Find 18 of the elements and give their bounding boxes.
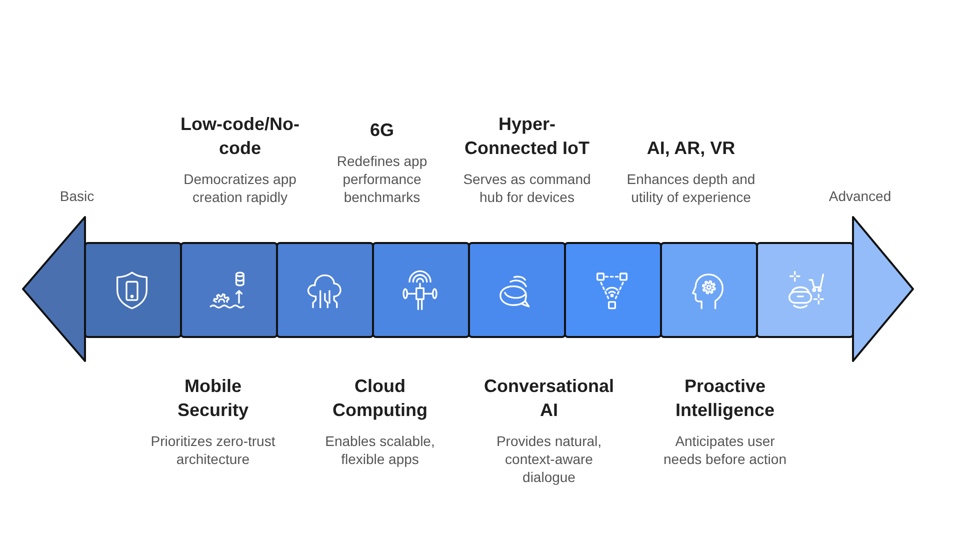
segment-title: AI, AR, VR [646,137,736,160]
segment-title: Low-code/No-code [180,113,300,160]
segment-description: Redefines app performance benchmarks [336,152,428,206]
segment-title: 6G [369,119,395,142]
segment-description: Democratizes app creation rapidly [183,170,297,206]
segment-title: Cloud Computing [332,375,428,422]
segment-description: Provides natural, context-aware dialogue [496,432,602,486]
segment-description: Enhances depth and utility of experience [626,170,756,206]
segment-description: Serves as command hub for devices [462,170,592,206]
scale-label: Basic [60,187,94,205]
segment-title: Conversational AI [483,375,615,422]
segment-description: Anticipates user needs before action [663,432,787,468]
segment-description: Enables scalable, flexible apps [324,432,436,468]
segment-title: Hyper-Connected IoT [464,113,590,160]
segment-title: Proactive Intelligence [674,375,776,422]
segment-title: Mobile Security [176,375,250,422]
segment-description: Prioritizes zero-trust architecture [150,432,276,468]
scale-label: Advanced [828,187,892,205]
